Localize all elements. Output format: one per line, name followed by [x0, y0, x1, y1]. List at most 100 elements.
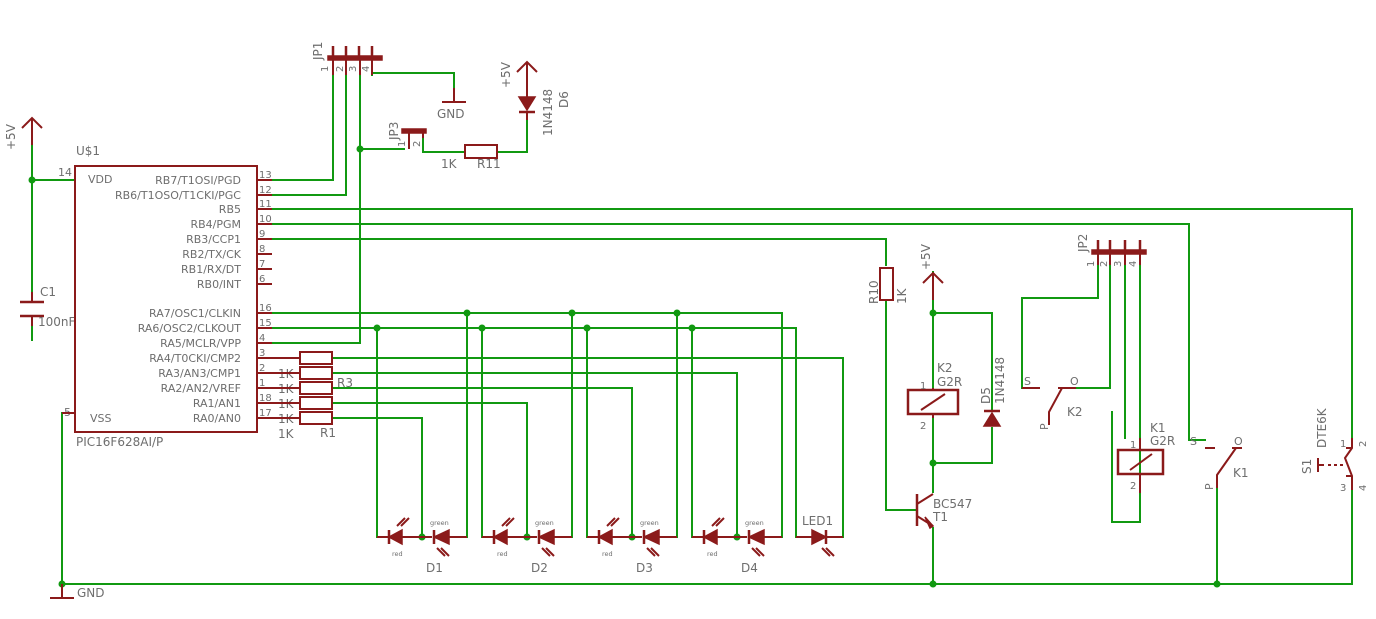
resistor-bank-body	[299, 396, 333, 410]
mcu-ref: U$1	[76, 144, 100, 158]
mcu-pin-name: RB0/INT	[197, 278, 241, 291]
switch-s1: S1 DTE6K 1 2 3 4	[1300, 407, 1369, 494]
relay-k2-contact: S O P K2	[1022, 375, 1083, 430]
mcu-pin-name: RB7/T1OSI/PGD	[155, 174, 241, 187]
vplus-symbol-left: +5V	[4, 116, 43, 150]
led-green-label: green	[640, 519, 659, 527]
jp3-pin-1: 1	[397, 141, 408, 147]
header-jp3: JP3 1 2	[387, 122, 427, 149]
diode-d5: D5 1N4148	[979, 357, 1007, 427]
mcu-pin-name: RB4/PGM	[190, 218, 241, 231]
s1-pin-4: 4	[1358, 485, 1369, 491]
d5-value: 1N4148	[993, 357, 1007, 404]
resistor-bank-body	[299, 411, 333, 425]
k1-ref: K1	[1150, 421, 1166, 435]
mcu-pic16f628: U$1 PIC16F628AI/P VDD 14 VSS 5 RB7/T1OSI…	[58, 144, 272, 449]
mcu-pin-number: 12	[259, 185, 272, 196]
k2-pin-1: 1	[920, 381, 926, 392]
mcu-pin-name: RA1/AN1	[193, 397, 241, 410]
led-green-label: green	[430, 519, 449, 527]
resistor-r10: R10 1K	[867, 267, 909, 304]
led-green-label: green	[745, 519, 764, 527]
mcu-pin-number: 4	[259, 333, 265, 344]
resistor-bank-body	[299, 351, 333, 365]
mcu-pin-name: RA5/MCLR/VPP	[160, 337, 241, 350]
d5-ref: D5	[979, 387, 993, 404]
c1-ref: C1	[40, 285, 56, 299]
junctions	[28, 145, 1221, 588]
vplus-symbol-d6: +5V	[499, 60, 538, 90]
mcu-pin-number: 8	[259, 244, 265, 255]
mcu-pin-name: RB6/T1OSO/T1CKI/PGC	[115, 189, 241, 202]
t1-value: BC547	[933, 497, 972, 511]
led-red-label: red	[707, 550, 718, 558]
jp3-ref: JP3	[387, 122, 401, 141]
mcu-pin-number: 3	[259, 348, 265, 359]
vplus-symbol-relay: +5V	[919, 243, 944, 300]
c1-value: 100nF	[38, 315, 76, 329]
jp1-pin-3: 3	[348, 66, 359, 72]
mcu-pin-number: 18	[259, 393, 272, 404]
jp2-pin-4: 4	[1128, 261, 1139, 267]
s1-pin-3: 3	[1340, 483, 1346, 494]
gnd-symbol-jp1: GND	[437, 88, 466, 121]
jp2-pin-2: 2	[1099, 261, 1110, 267]
gnd-symbol-left: GND	[50, 584, 105, 600]
mcu-part: PIC16F628AI/P	[76, 435, 163, 449]
jp1-pin-1: 1	[320, 66, 331, 72]
mcu-pin-name: RA7/OSC1/CLKIN	[149, 307, 241, 320]
resistor-bank-body	[299, 366, 333, 380]
mcu-pin-number: 6	[259, 274, 265, 285]
k1-pin-2: 2	[1130, 481, 1136, 492]
led-red-label: red	[392, 550, 403, 558]
resistor-bank-value: 1K	[278, 427, 295, 441]
led-red-label: red	[602, 550, 613, 558]
s1-ref: S1	[1300, 459, 1314, 474]
k2-pin-2: 2	[920, 421, 926, 432]
k1-contact-p: P	[1203, 483, 1216, 490]
jp1-ref: JP1	[311, 42, 325, 61]
mcu-vss-name: VSS	[90, 412, 112, 425]
d6-ref: D6	[557, 91, 571, 108]
k1-value: G2R	[1150, 434, 1175, 448]
mcu-pin-name: RA3/AN3/CMP1	[158, 367, 241, 380]
k2-contact-p: P	[1038, 423, 1051, 430]
mcu-pin-name: RA0/AN0	[193, 412, 241, 425]
relay-k1-coil: K1 G2R 1 2	[1116, 421, 1175, 493]
jp2-ref: JP2	[1076, 234, 1090, 253]
mcu-pin-name: RA6/OSC2/CLKOUT	[138, 322, 242, 335]
mcu-pin-number: 2	[259, 363, 265, 374]
mcu-pin-name: RB5	[219, 203, 241, 216]
r10-value: 1K	[895, 287, 909, 304]
vplus-label-left: +5V	[4, 123, 18, 150]
mcu-pin-number: 10	[259, 214, 272, 225]
transistor-t1: BC547 T1	[915, 493, 972, 530]
mcu-pin-number: 13	[259, 170, 272, 181]
k2-contact-s: S	[1024, 375, 1031, 388]
header-jp1: JP1 1 2 3 4	[311, 42, 383, 75]
mcu-pin-name: RB3/CCP1	[186, 233, 241, 246]
gnd-label-left: GND	[77, 586, 105, 600]
led-led1: LED1	[796, 514, 843, 557]
r11-value: 1K	[441, 157, 458, 171]
resistor-bank-body	[299, 381, 333, 395]
jp3-pin-2: 2	[412, 141, 423, 147]
k1-contact-o: O	[1234, 435, 1243, 448]
jp1-pin-2: 2	[335, 66, 346, 72]
mcu-pin-name: RB1/RX/DT	[181, 263, 241, 276]
led-pair-ref: D3	[636, 561, 653, 575]
k1-pin-1: 1	[1130, 440, 1136, 451]
led1-ref: LED1	[802, 514, 833, 528]
mcu-pin-number: 15	[259, 318, 272, 329]
led-pair-ref: D2	[531, 561, 548, 575]
mcu-pin-number: 17	[259, 408, 272, 419]
vplus-label-relay: +5V	[919, 243, 933, 270]
relay-k1-contact: S O P K1	[1190, 435, 1249, 490]
diode-d6: 1N4148 D6	[517, 89, 571, 136]
